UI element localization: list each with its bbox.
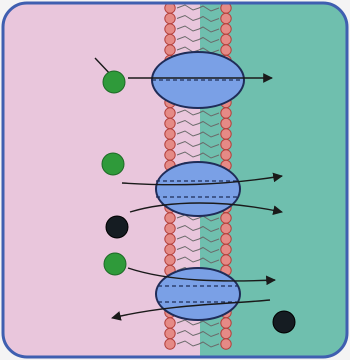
middle-carrier-protein	[156, 162, 240, 216]
lipid-head	[221, 318, 231, 328]
green-molecule	[102, 153, 124, 175]
lipid-head	[221, 339, 231, 349]
black-molecule	[273, 311, 295, 333]
lipid-head	[221, 129, 231, 139]
lipid-head	[165, 213, 175, 223]
lipid-head	[221, 244, 231, 254]
lipid-head	[165, 13, 175, 23]
lipid-head	[165, 118, 175, 128]
lipid-head	[165, 34, 175, 44]
lipid-head	[165, 234, 175, 244]
lipid-head	[165, 244, 175, 254]
lipid-head	[221, 328, 231, 338]
lipid-head	[165, 24, 175, 34]
lipid-head	[221, 213, 231, 223]
bottom-carrier-protein	[156, 268, 240, 320]
lipid-head	[165, 129, 175, 139]
lipid-head	[165, 255, 175, 265]
lipid-head	[221, 234, 231, 244]
lipid-head	[221, 223, 231, 233]
lipid-head	[165, 223, 175, 233]
top-carrier-protein	[152, 52, 244, 108]
lipid-head	[165, 328, 175, 338]
lipid-head	[221, 108, 231, 118]
lipid-head	[165, 150, 175, 160]
lipid-head	[221, 150, 231, 160]
lipid-head	[221, 34, 231, 44]
lipid-head	[221, 118, 231, 128]
lipid-head	[165, 108, 175, 118]
lipid-head	[221, 45, 231, 55]
lipid-head	[165, 139, 175, 149]
black-molecule	[106, 216, 128, 238]
lipid-head	[165, 339, 175, 349]
lipid-head	[221, 139, 231, 149]
green-molecule	[103, 71, 125, 93]
lipid-head	[221, 24, 231, 34]
green-molecule	[104, 253, 126, 275]
lipid-head	[165, 318, 175, 328]
lipid-head	[165, 45, 175, 55]
lipid-head	[221, 13, 231, 23]
lipid-head	[221, 255, 231, 265]
